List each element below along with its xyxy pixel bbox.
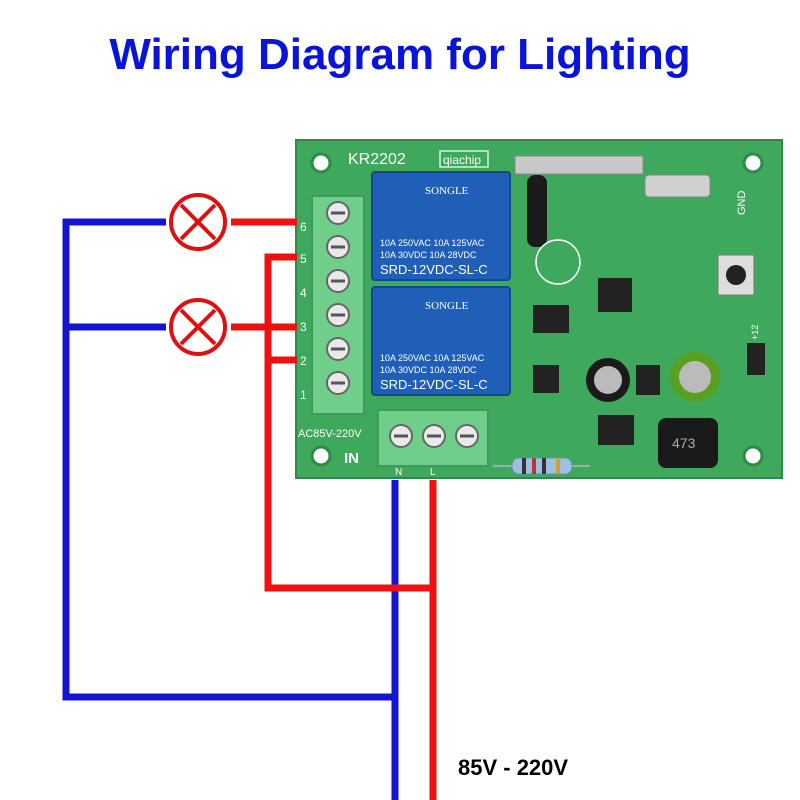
terminal-screw [326, 337, 350, 361]
relay-brand: SONGLE [425, 300, 469, 312]
terminal-number: 6 [300, 220, 307, 234]
terminal-screw [326, 201, 350, 225]
terminal-screw [326, 235, 350, 259]
relay-board: KR2202 qiachip GND SONGLE 10A 250VAC 10A… [295, 139, 783, 479]
brand-box [439, 150, 489, 168]
in-pin-n: N [395, 467, 402, 478]
terminal-numbers: 6 5 4 3 2 1 [300, 220, 307, 402]
relay-brand: SONGLE [425, 185, 469, 197]
terminal-number: 1 [300, 388, 307, 402]
mount-hole [742, 445, 764, 467]
relay-model: SRD-12VDC-SL-C [380, 377, 488, 392]
in-label: IN [344, 450, 359, 467]
terminal-screw [326, 303, 350, 327]
inductor-label: 473 [672, 435, 696, 451]
terminal-block-power [377, 409, 489, 467]
board-brand-label: qiachip [443, 153, 481, 167]
relay-rating-2: 10A 30VDC 10A 28VDC [380, 365, 477, 375]
mount-hole [310, 445, 332, 467]
relay-rating-1: 10A 250VAC 10A 125VAC [380, 353, 485, 363]
capacitor [586, 358, 630, 402]
board-model-label: KR2202 [348, 151, 406, 168]
mount-hole [742, 152, 764, 174]
capacitor [670, 352, 720, 402]
relay-rating-1: 10A 250VAC 10A 125VAC [380, 238, 485, 248]
lamp-icon [169, 298, 227, 356]
page-title: Wiring Diagram for Lighting [109, 30, 691, 79]
terminal-number: 2 [300, 354, 307, 368]
ic-chip [598, 278, 632, 312]
plus12-label: +12 [750, 325, 760, 340]
terminal-number: 5 [300, 252, 307, 266]
neutral-wire-loop [62, 218, 395, 701]
terminal-number: 3 [300, 320, 307, 334]
terminal-screw [326, 371, 350, 395]
antenna-coil [527, 175, 547, 247]
wires [62, 218, 437, 800]
terminal-block-6pin [311, 195, 365, 415]
push-button-cap [726, 265, 746, 285]
terminal-number: 4 [300, 286, 307, 300]
resistor [493, 457, 590, 475]
live-wire-loop [264, 253, 433, 592]
rf-module [514, 155, 644, 175]
crystal [644, 174, 711, 198]
terminal-screw [326, 269, 350, 293]
ic-chip [533, 365, 559, 393]
silkscreen-circle [535, 239, 581, 285]
in-pin-l: L [430, 467, 436, 478]
inductor: 473 [658, 418, 718, 468]
transistor [747, 343, 765, 375]
power-range-label: AC85V-220V [298, 428, 362, 440]
ic-chip [533, 305, 569, 333]
gnd-label: GND [736, 191, 748, 216]
ic-chip [598, 415, 634, 445]
diode [636, 365, 660, 395]
relay-rating-2: 10A 30VDC 10A 28VDC [380, 250, 477, 260]
voltage-label: 85V - 220V [458, 755, 569, 780]
mount-hole [310, 152, 332, 174]
relay-2: SONGLE 10A 250VAC 10A 125VAC 10A 30VDC 1… [371, 286, 511, 396]
relay-1: SONGLE 10A 250VAC 10A 125VAC 10A 30VDC 1… [371, 171, 511, 281]
lamp-icon [169, 193, 227, 251]
relay-model: SRD-12VDC-SL-C [380, 262, 488, 277]
